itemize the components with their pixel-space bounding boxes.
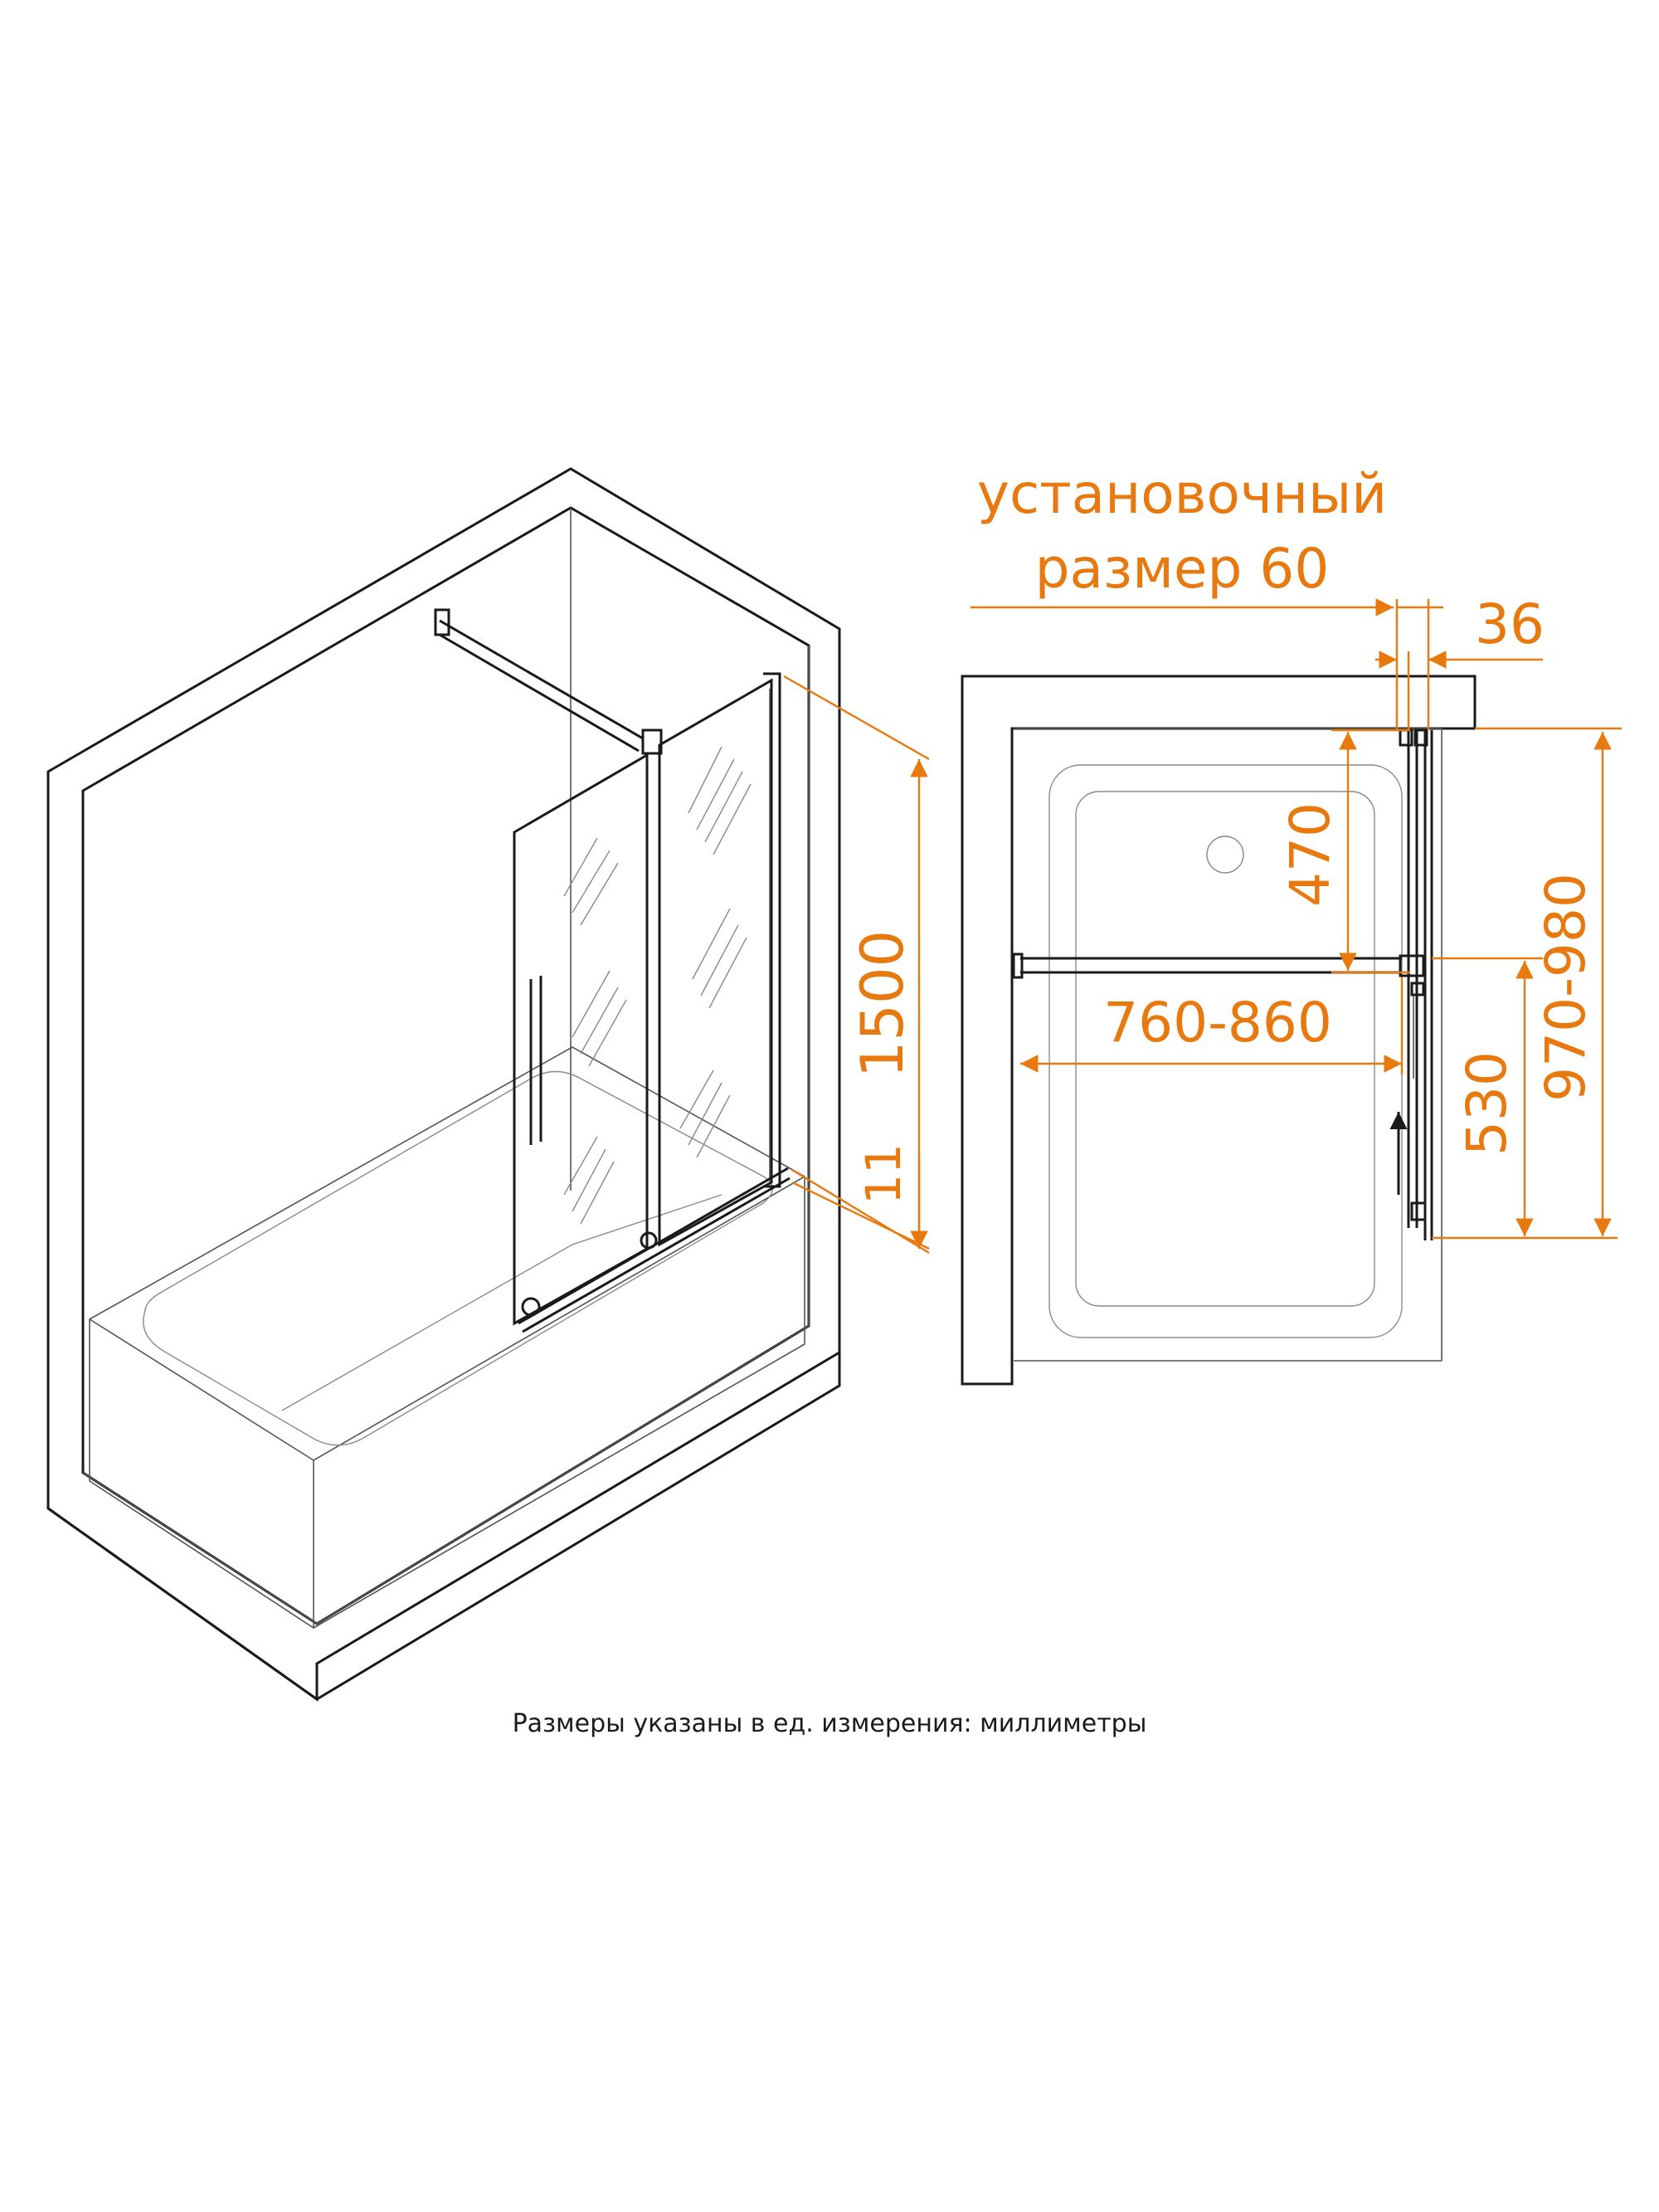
bathtub-iso [89, 1046, 805, 1629]
isometric-view: 1500 11 [46, 467, 930, 1702]
glass-panel-sliding [513, 753, 658, 1326]
label-11: 11 [855, 1143, 912, 1205]
label-970-980: 970-980 [1534, 873, 1598, 1102]
floor-base [47, 1351, 840, 1702]
dimension-36: 36 [1375, 592, 1545, 730]
stabilizer-bar-iso [434, 608, 663, 755]
dimension-470: 470 [1278, 728, 1410, 974]
plan-bar [1020, 957, 1402, 974]
plan-bathtub [1014, 728, 1443, 1362]
units-caption: Размеры указаны в ед. измерения: миллиме… [512, 1709, 1147, 1738]
dimension-11: 11 [791, 1143, 930, 1255]
label-530: 530 [1455, 1051, 1519, 1156]
room-wall-inner [81, 506, 810, 1625]
label-install-line1: установочный [977, 462, 1387, 526]
dimension-760-860: 760-860 [1020, 977, 1404, 1074]
dimension-install-60: установочный размер 60 [971, 462, 1443, 730]
label-760-860: 760-860 [1103, 991, 1332, 1055]
plan-wall [961, 675, 1477, 1386]
bottom-rail-iso [518, 1167, 791, 1333]
label-1500: 1500 [849, 930, 917, 1078]
plan-glass-panels [1407, 730, 1433, 1240]
label-470: 470 [1278, 802, 1342, 907]
dimension-530: 530 [1432, 957, 1618, 1240]
plan-view: установочный размер 60 36 470 760-860 [961, 462, 1622, 1386]
glass-panel-fixed [658, 672, 781, 1247]
dimension-970-980: 970-980 [1475, 727, 1622, 1236]
label-install-line2: размер 60 [1035, 537, 1330, 601]
label-36: 36 [1475, 592, 1545, 656]
